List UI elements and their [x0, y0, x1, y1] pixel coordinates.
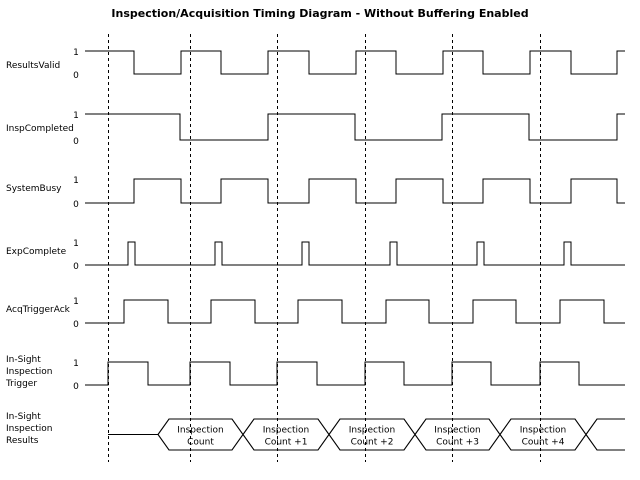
bus-segment-label: Inspection	[177, 426, 224, 436]
signal-label-in-sight-inspection-results: Inspection	[6, 424, 53, 434]
bus-segment-label: Inspection	[263, 426, 310, 436]
bus-segment-label: Count +2	[351, 438, 394, 448]
level-tick-high: 1	[73, 111, 79, 121]
signal-label-resultsvalid: ResultsValid	[6, 61, 60, 71]
signal-label-acqtriggerack: AcqTriggerAck	[6, 305, 71, 315]
level-tick-low: 0	[73, 262, 79, 272]
trigger-marker-lines	[107, 34, 542, 462]
signal-label-in-sight-inspection-results: Results	[6, 436, 39, 446]
level-tick-low: 0	[73, 320, 79, 330]
page-title: Inspection/Acquisition Timing Diagram - …	[111, 7, 529, 20]
bus-segment-label: Count +3	[436, 438, 479, 448]
level-tick-low: 0	[73, 71, 79, 81]
bus-segment-label: Inspection	[349, 426, 396, 436]
waveform-systembusy	[85, 178, 625, 204]
signal-label-expcomplete: ExpComplete	[6, 247, 67, 257]
waveform-in-sight-inspection-trigger	[85, 361, 625, 386]
signal-waveforms	[85, 50, 625, 386]
signal-labels: ResultsValid10InspCompleted10SystemBusy1…	[5, 48, 79, 446]
level-tick-high: 1	[73, 359, 79, 369]
waveform-expcomplete	[85, 241, 625, 266]
level-tick-low: 0	[73, 382, 79, 392]
signal-label-inspcompleted: InspCompleted	[6, 124, 74, 134]
bus-segment-label: Count +1	[265, 438, 308, 448]
waveform-resultsvalid	[85, 50, 625, 75]
bus-segment-label: Count	[187, 438, 214, 448]
level-tick-high: 1	[73, 176, 79, 186]
waveform-inspcompleted	[85, 113, 625, 141]
signal-label-in-sight-inspection-results: In-Sight	[6, 412, 41, 422]
bus-segment-label: Count +4	[522, 438, 565, 448]
level-tick-high: 1	[73, 48, 79, 58]
waveform-acqtriggerack	[85, 299, 625, 324]
level-tick-low: 0	[73, 137, 79, 147]
bus-tail-out	[585, 418, 625, 451]
signal-label-in-sight-inspection-trigger: Trigger	[5, 379, 37, 389]
signal-label-in-sight-inspection-trigger: Inspection	[6, 367, 53, 377]
level-tick-high: 1	[73, 239, 79, 249]
signal-label-in-sight-inspection-trigger: In-Sight	[6, 355, 41, 365]
level-tick-low: 0	[73, 200, 79, 210]
signal-label-systembusy: SystemBusy	[6, 184, 62, 194]
bus-segment-label: Inspection	[434, 426, 481, 436]
level-tick-high: 1	[73, 297, 79, 307]
bus-segment-label: Inspection	[520, 426, 567, 436]
